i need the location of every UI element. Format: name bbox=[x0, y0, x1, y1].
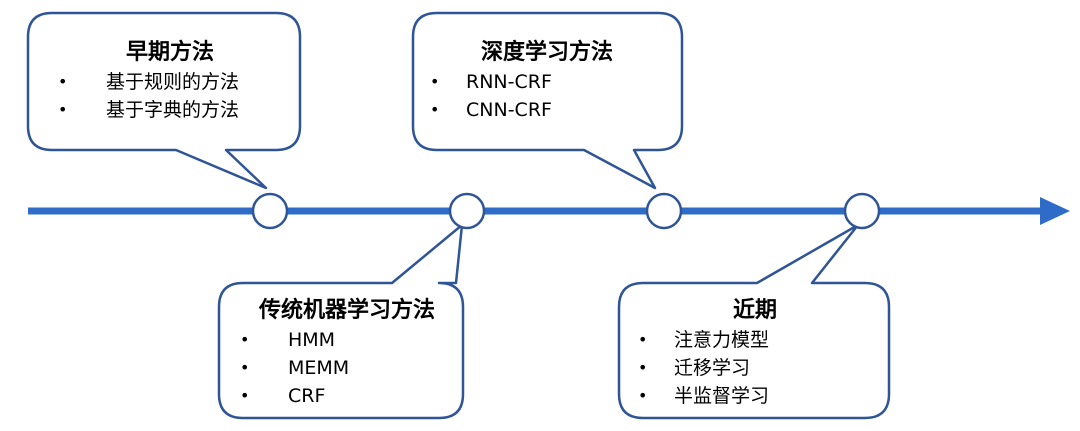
bullet-icon: • bbox=[638, 358, 648, 377]
callout-item-list: • 基于规则的方法 • 基于字典的方法 bbox=[50, 68, 290, 124]
list-item-label: HMM bbox=[288, 329, 336, 351]
bullet-icon: • bbox=[638, 330, 648, 349]
list-item: • 基于字典的方法 bbox=[50, 96, 290, 124]
list-item: • 半监督学习 bbox=[630, 382, 880, 410]
callout-title: 近期 bbox=[732, 298, 777, 323]
callout-recent-bubble bbox=[617, 223, 891, 420]
list-item-label: CRF bbox=[288, 385, 326, 407]
bullet-icon: • bbox=[430, 72, 440, 91]
bullet-icon: • bbox=[240, 358, 250, 377]
bullet-icon: • bbox=[240, 386, 250, 405]
timeline-node-2 bbox=[448, 192, 486, 230]
list-item: • HMM bbox=[232, 326, 462, 354]
bullet-icon: • bbox=[58, 72, 68, 91]
list-item: • CRF bbox=[232, 382, 462, 410]
callout-item-list: • HMM • MEMM • CRF bbox=[232, 326, 462, 410]
timeline-arrow-icon bbox=[1040, 197, 1070, 225]
list-item: • 注意力模型 bbox=[630, 326, 880, 354]
timeline-node-4 bbox=[843, 192, 881, 230]
list-item: • CNN-CRF bbox=[422, 96, 672, 124]
list-item-label: 基于字典的方法 bbox=[106, 99, 240, 121]
timeline-node-1 bbox=[251, 192, 289, 230]
callout-deep-learning: 深度学习方法 • RNN-CRF • CNN-CRF bbox=[422, 38, 672, 124]
timeline-node-3 bbox=[645, 192, 683, 230]
bullet-icon: • bbox=[58, 100, 68, 119]
callout-title: 深度学习方法 bbox=[480, 40, 613, 65]
callout-early-methods-bubble bbox=[26, 11, 302, 190]
callout-early-methods: 早期方法 • 基于规则的方法 • 基于字典的方法 bbox=[50, 38, 290, 124]
callout-deep-learning-bubble bbox=[411, 11, 684, 190]
callout-recent: 近期 • 注意力模型 • 迁移学习 • 半监督学习 bbox=[630, 296, 880, 410]
bullet-icon: • bbox=[430, 100, 440, 119]
callout-item-list: • 注意力模型 • 迁移学习 • 半监督学习 bbox=[630, 326, 880, 410]
callout-traditional-ml: 传统机器学习方法 • HMM • MEMM • CRF bbox=[232, 296, 462, 410]
list-item: • RNN-CRF bbox=[422, 68, 672, 96]
list-item-label: CNN-CRF bbox=[466, 99, 552, 121]
list-item-label: RNN-CRF bbox=[466, 71, 552, 93]
callout-traditional-ml-bubble bbox=[217, 223, 465, 420]
callout-item-list: • RNN-CRF • CNN-CRF bbox=[422, 68, 672, 124]
list-item: • 迁移学习 bbox=[630, 354, 880, 382]
list-item-label: 注意力模型 bbox=[674, 329, 770, 351]
bullet-icon: • bbox=[240, 330, 250, 349]
bullet-icon: • bbox=[638, 386, 648, 405]
callout-title: 传统机器学习方法 bbox=[258, 298, 435, 323]
list-item: • MEMM bbox=[232, 354, 462, 382]
list-item-label: 基于规则的方法 bbox=[106, 71, 240, 93]
list-item-label: 半监督学习 bbox=[674, 385, 770, 407]
list-item: • 基于规则的方法 bbox=[50, 68, 290, 96]
list-item-label: 迁移学习 bbox=[674, 357, 751, 379]
list-item-label: MEMM bbox=[288, 357, 350, 379]
callout-title: 早期方法 bbox=[125, 40, 214, 65]
